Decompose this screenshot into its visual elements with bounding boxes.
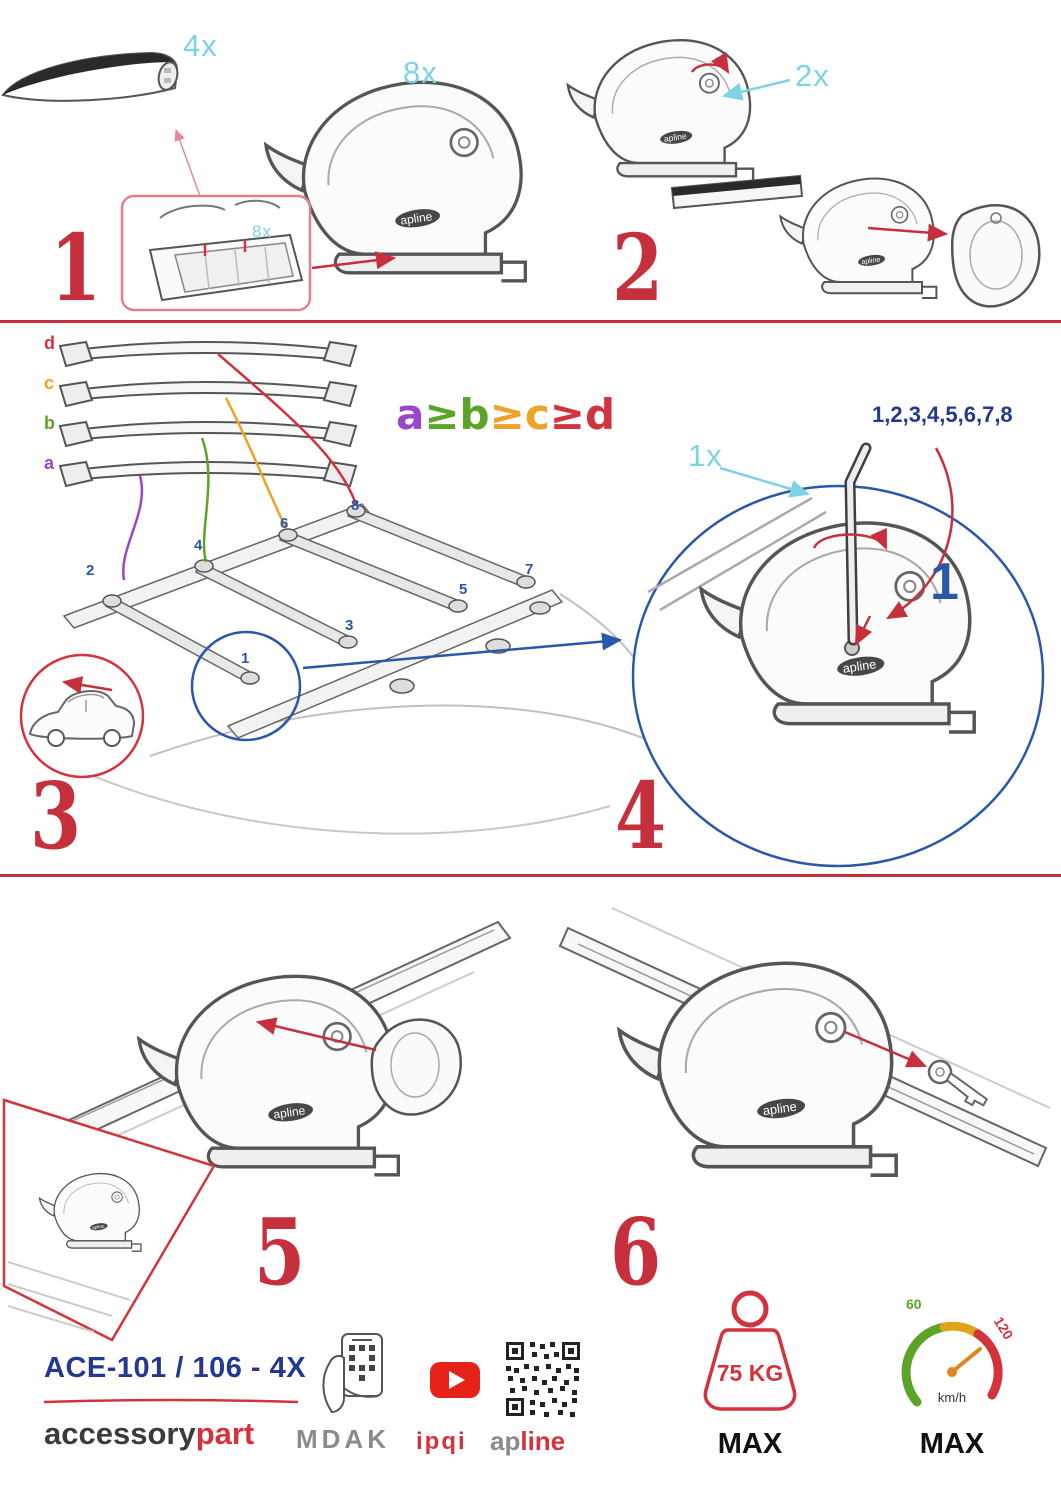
youtube-icon (430, 1362, 480, 1398)
speed-limit-gauge-icon (901, 1321, 1003, 1407)
roof-position-8: 8 (351, 497, 360, 514)
key-rotate-arrow (812, 527, 888, 551)
ipqi-logo-text: ipqi (416, 1428, 467, 1455)
sequence-arrow (886, 447, 954, 620)
crossbar-label-d: d (44, 333, 55, 353)
key-icon (927, 1059, 989, 1107)
lock-quantity-label: 2x (795, 58, 830, 93)
rule-ge-3: ≥ (549, 390, 585, 439)
crossbar-d (59, 341, 357, 367)
crossbar-c (59, 381, 357, 407)
roof-position-4: 4 (194, 537, 203, 554)
near-roof-rail (226, 589, 564, 739)
pad-to-foot-arrow (311, 251, 397, 270)
bolt-arrow (854, 615, 873, 647)
lock-rotate-arrow (690, 51, 730, 74)
step-2-number: 2 (612, 214, 664, 322)
roof-position-6: 6 (280, 515, 289, 532)
torque-sequence-zoom (631, 442, 1045, 868)
roof-position-5: 5 (459, 581, 468, 598)
position-1-highlight-circle (190, 630, 302, 742)
car-direction-inset (19, 653, 145, 779)
step-1-number: 1 (50, 214, 102, 322)
roof-position-1: 1 (241, 650, 250, 667)
apline-line: line (520, 1426, 566, 1456)
cover-attachment-illustration (15, 920, 512, 1183)
rule-d: d (584, 390, 616, 439)
tool-quantity-label: 1x (688, 438, 723, 473)
pad-quantity-label: 8x (252, 222, 272, 241)
roof-position-3: 3 (345, 617, 354, 634)
crossbar-label-c: c (44, 373, 55, 393)
foot-cover-illustration (370, 1018, 463, 1116)
mdak-logo-text: MDAK (296, 1424, 390, 1454)
curve-b (200, 437, 210, 563)
rule-a: a (396, 390, 425, 439)
size-order-rule: a≥b≥c≥d (396, 390, 615, 439)
roof-overview-illustration (62, 503, 661, 835)
rule-c: c (524, 390, 550, 439)
section-divider-2 (0, 874, 1061, 877)
max-weight-label: MAX (717, 1428, 783, 1460)
crossbar-label-b: b (44, 413, 55, 433)
key-insert-arrow (844, 1030, 928, 1068)
section-divider-1 (0, 320, 1061, 323)
model-underline (43, 1398, 299, 1404)
car-direction-arrow (61, 676, 113, 694)
weight-limit-icon (703, 1290, 797, 1411)
rule-b: b (459, 390, 490, 439)
foot-assembly-illustration (670, 174, 1041, 308)
sequence-step-highlight: 1 (930, 553, 959, 611)
model-number: ACE-101 / 106 - 4X (44, 1352, 307, 1384)
roof-position-7: 7 (525, 561, 534, 578)
tightening-sequence-label: 1,2,3,4,5,6,7,8 (872, 402, 1013, 427)
brand-part: part (195, 1416, 255, 1451)
rubber-pad-inset (120, 194, 312, 312)
gauge-low-label: 60 (906, 1296, 922, 1312)
step-6-number: 6 (610, 1198, 662, 1306)
zoom-link-arrow (302, 632, 623, 670)
crossbar-label-a: a (44, 453, 55, 473)
curve-d (217, 353, 358, 505)
cover-slide-arrow (255, 1017, 377, 1052)
roof-contact-inset (2, 1098, 216, 1342)
rule-ge-1: ≥ (424, 390, 460, 439)
crossbar-illustration (1, 51, 179, 102)
gauge-unit-label: km/h (937, 1390, 967, 1405)
cover-attach-arrow (867, 223, 949, 242)
step-3-number: 3 (30, 762, 82, 870)
curve-c (224, 397, 288, 529)
lock-cylinder-illustration (566, 39, 791, 184)
qr-code (506, 1342, 580, 1417)
curve-a (122, 475, 144, 581)
lock-qty-arrow (721, 78, 791, 101)
foot-quantity-label: 8x (403, 55, 438, 90)
roof-position-2: 2 (86, 562, 95, 579)
rule-ge-2: ≥ (489, 390, 525, 439)
end-cover-illustration (950, 204, 1041, 308)
brand-wordmark: accessorypart (44, 1416, 254, 1452)
crossbar-b (59, 421, 357, 447)
roof-crossbar-a (105, 594, 255, 686)
tool-qty-arrow (719, 466, 811, 498)
apline-ap: ap (490, 1426, 521, 1456)
key-lock-illustration (558, 907, 1051, 1177)
roof-crossbar-b (195, 560, 353, 650)
car-side-view (28, 690, 136, 740)
max-speed-label: MAX (919, 1428, 985, 1460)
phone-qr-icon (322, 1333, 383, 1414)
step-4-number: 4 (615, 762, 667, 870)
step-5-number: 5 (254, 1198, 306, 1306)
max-weight-value: 75 KG (716, 1360, 784, 1386)
brand-accessory: accessory (44, 1416, 196, 1451)
pad-to-bar-arrow (174, 128, 201, 197)
size-order-curves (122, 353, 358, 581)
bar-quantity-label: 4x (183, 28, 218, 63)
far-roof-rail (62, 503, 374, 629)
apline-logo-text: apline (490, 1426, 565, 1457)
